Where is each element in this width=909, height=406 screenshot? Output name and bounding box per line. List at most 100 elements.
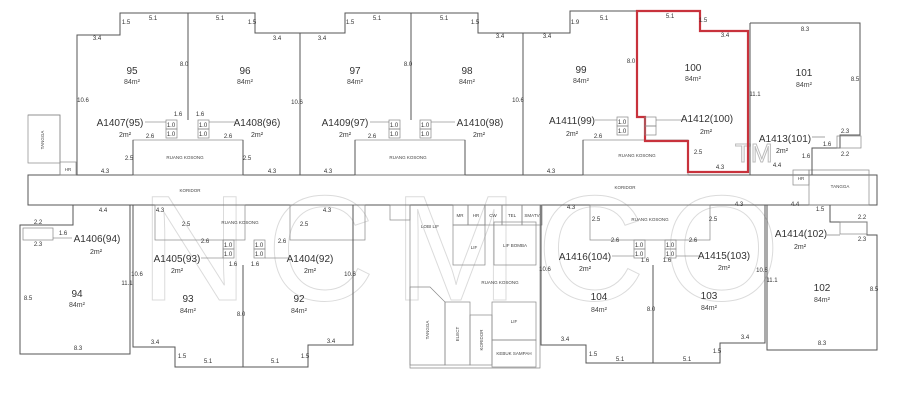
ruang-kosong-label: RUANG KOSONG — [221, 220, 259, 225]
dimension-label: 5.1 — [373, 16, 382, 22]
smatv-label: SMATV — [524, 213, 539, 218]
dimension-label: 2.5 — [592, 217, 601, 223]
dimension-label: 2.5 — [182, 222, 191, 228]
dimension-label: 8.0 — [627, 59, 636, 65]
watermark-tm: TM — [735, 138, 773, 168]
dimension-label: 8.0 — [404, 62, 413, 68]
lot-area: 2m² — [776, 148, 789, 155]
unit-92[interactable]: 92 84m² A1404(92) 2m² — [287, 254, 334, 315]
dimension-label: 11.1 — [121, 281, 133, 287]
unit-area: 84m² — [591, 307, 608, 314]
unit-99[interactable]: 99 84m² A1411(99) 2m² — [549, 65, 595, 138]
unit-100[interactable]: 100 84m² A1412(100) 2m² — [681, 63, 733, 136]
unit-area: 84m² — [291, 308, 308, 315]
dimension-label: 10.6 — [131, 272, 143, 278]
unit-96[interactable]: 96 84m² A1408(96) 2m² — [234, 66, 281, 139]
unit-100-outline[interactable] — [635, 9, 750, 174]
dimension-label: 2.2 — [858, 215, 867, 221]
dimension-label: 1.5 — [816, 207, 825, 213]
dimension-label: 5.1 — [600, 16, 609, 22]
dimension-label: 4.3 — [101, 169, 110, 175]
unit-97[interactable]: 97 84m² A1409(97) 2m² — [322, 66, 369, 139]
lot-area: 2m² — [473, 132, 486, 139]
dimension-label: 2.3 — [858, 237, 867, 243]
dimension-label: 1.6 — [251, 262, 260, 268]
dimension-label: 4.4 — [99, 208, 108, 214]
dimension-label: 8.3 — [818, 341, 827, 347]
store-dim: 1.0 — [666, 252, 675, 258]
dimension-label: 3.4 — [93, 36, 102, 42]
dimension-label: 11.1 — [766, 278, 778, 284]
unit-number: 104 — [591, 292, 608, 303]
lot-area: 2m² — [90, 249, 103, 256]
dimension-label: 4.3 — [268, 169, 277, 175]
unit-95[interactable]: 95 84m² A1407(95) 2m² — [97, 66, 144, 139]
lot-code: A1414(102) — [775, 229, 827, 240]
lot-code: A1405(93) — [154, 254, 201, 265]
lot-code: A1409(97) — [322, 118, 369, 129]
ruang-kosong-label: RUANG KOSONG — [618, 153, 656, 158]
store-dim: 1.0 — [224, 252, 233, 258]
store-dim: 1.0 — [255, 252, 264, 258]
dimension-label: 8.0 — [180, 62, 189, 68]
unit-number: 94 — [71, 289, 83, 300]
dimension-label: 10.6 — [512, 98, 524, 104]
dimension-label: 8.3 — [74, 346, 83, 352]
dimension-label: 2.5 — [694, 150, 703, 156]
dimension-label: 2.6 — [594, 134, 603, 140]
dimension-label: 8.5 — [851, 77, 860, 83]
dimension-label: 1.5 — [301, 354, 310, 360]
unit-93[interactable]: 93 84m² A1405(93) 2m² — [154, 254, 201, 315]
dimension-label: 5.1 — [440, 16, 449, 22]
dimension-label: 2.3 — [841, 129, 850, 135]
store-dim: 1.0 — [635, 252, 644, 258]
dimension-label: 3.4 — [741, 335, 750, 341]
store-dim: 1.0 — [390, 123, 399, 129]
dimension-label: 2.6 — [689, 238, 698, 244]
lot-code: A1408(96) — [234, 118, 281, 129]
dimension-label: 1.6 — [641, 258, 650, 264]
dimension-label: 3.4 — [561, 337, 570, 343]
dimension-label: 2.6 — [611, 238, 620, 244]
unit-area: 84m² — [459, 79, 476, 86]
store-dim: 1.0 — [666, 243, 675, 249]
dimension-label: 5.1 — [204, 359, 213, 365]
unit-area: 84m² — [124, 79, 141, 86]
dimension-label: 2.5 — [125, 156, 134, 162]
unit-number: 97 — [349, 66, 361, 77]
unit-103[interactable]: 103 84m² A1415(103) 2m² — [698, 251, 750, 312]
store-dim: 1.0 — [255, 243, 264, 249]
unit-number: 95 — [126, 66, 138, 77]
dimension-label: 3.4 — [273, 36, 282, 42]
dimension-label: 1.5 — [346, 20, 355, 26]
lif-bomba-label: LIF BOMBA — [503, 243, 527, 248]
unit-number: 101 — [796, 68, 813, 79]
unit-98[interactable]: 98 84m² A1410(98) 2m² — [457, 66, 504, 139]
dimension-label: 4.3 — [324, 169, 333, 175]
lot-area: 2m² — [579, 266, 592, 273]
tangga-label: TANGGA — [425, 321, 430, 340]
dimension-label: 10.6 — [756, 268, 768, 274]
dimension-label: 1.5 — [699, 18, 708, 24]
unit-101[interactable]: 101 84m² A1413(101) 2m² — [759, 68, 813, 155]
store-dim: 1.0 — [224, 243, 233, 249]
dimension-label: 10.6 — [77, 98, 89, 104]
dimension-label: 2.3 — [34, 242, 43, 248]
lot-area: 2m² — [339, 132, 352, 139]
store-dim: 1.0 — [618, 120, 627, 126]
elect-label: ELECT — [455, 327, 460, 342]
dimension-label: 1.6 — [229, 262, 238, 268]
unit-104[interactable]: 104 84m² A1416(104) 2m² — [559, 252, 611, 314]
dimension-label: 2.6 — [224, 134, 233, 140]
dimension-label: 4.4 — [773, 163, 782, 169]
dimensions: 1.5 5.1 5.1 1.5 3.4 3.4 8.0 10.6 1.6 1.6… — [24, 14, 879, 365]
lot-area: 2m² — [304, 268, 317, 275]
lot-code: A1415(103) — [698, 251, 750, 262]
dimension-label: 1.9 — [571, 20, 580, 26]
unit-102[interactable]: 102 84m² A1414(102) 2m² — [775, 229, 831, 304]
dimension-label: 5.1 — [149, 16, 158, 22]
unit-area: 84m² — [180, 308, 197, 315]
unit-94[interactable]: 94 84m² A1406(94) 2m² — [69, 234, 120, 309]
store-dim: 1.0 — [421, 132, 430, 138]
